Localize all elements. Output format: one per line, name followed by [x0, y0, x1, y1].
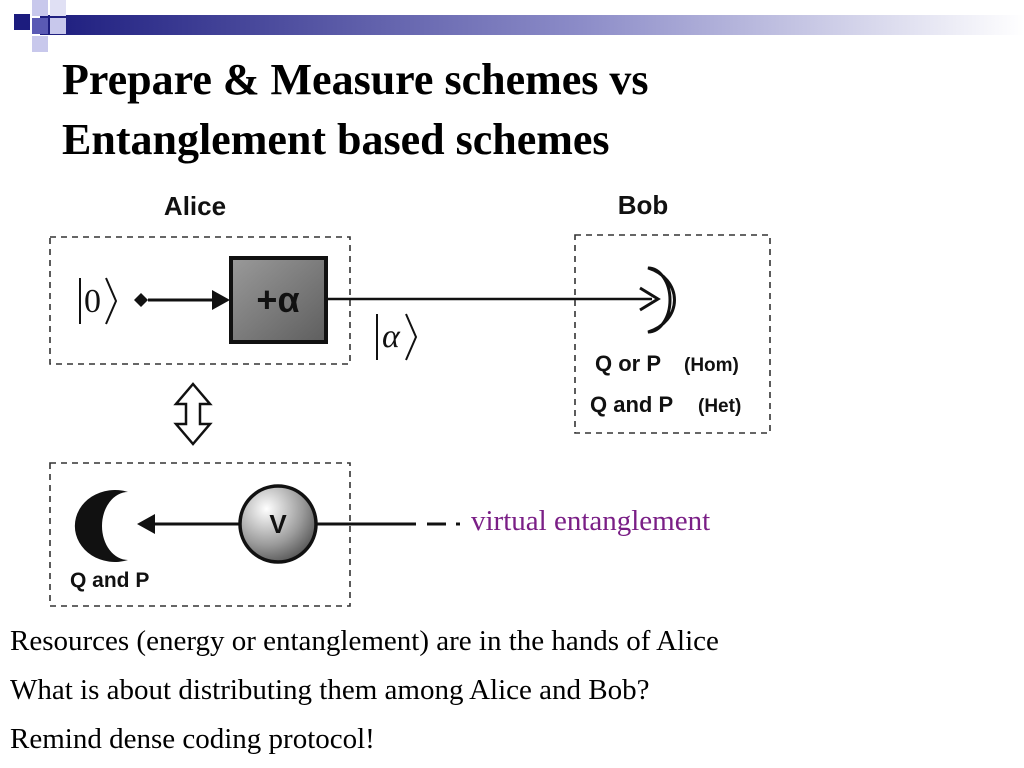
- bullet-line-3: Remind dense coding protocol!: [10, 723, 375, 755]
- lower-measurement-label: Q and P: [70, 569, 149, 592]
- node-v-label: V: [269, 509, 287, 539]
- bob-het-label: Q and P: [590, 392, 673, 417]
- header-decoration: [14, 0, 1024, 52]
- bullet-line-2: What is about distributing them among Al…: [10, 674, 650, 706]
- page-title: Prepare & Measure schemes vs Entanglemen…: [62, 50, 1002, 170]
- bullet-line-1: Resources (energy or entanglement) are i…: [10, 625, 719, 657]
- bob-hom-label: Q or P: [595, 351, 661, 376]
- alice-detector-icon: [74, 489, 128, 562]
- virtual-entanglement-label: virtual entanglement: [471, 505, 711, 537]
- displacement-label: +α: [256, 279, 299, 320]
- ket-zero-value: 0: [84, 283, 101, 320]
- title-line-2: Entanglement based schemes: [62, 115, 610, 164]
- bob-het-text: Q and P: [590, 392, 673, 417]
- bob-measure-box: [574, 234, 771, 434]
- bob-het-tag: (Het): [698, 396, 741, 417]
- bob-hom-text: Q or P: [595, 351, 661, 376]
- bob-hom-tag: (Hom): [684, 355, 739, 376]
- alice-prepare-box: [49, 236, 351, 365]
- alice-entanglement-box: [49, 462, 351, 607]
- ket-alpha-value: α: [382, 318, 401, 355]
- scheme-diagram: Alice Bob 0 +α α Q or: [49, 190, 771, 607]
- alice-label: Alice: [164, 191, 226, 221]
- prep-arrowhead-icon: [212, 290, 230, 310]
- source-diamond-icon: [134, 293, 148, 307]
- measure-arrowhead-icon: [137, 514, 155, 534]
- body-text: Resources (energy or entanglement) are i…: [10, 620, 1010, 767]
- title-line-1: Prepare & Measure schemes vs: [62, 55, 649, 104]
- equivalence-arrow-icon: [173, 382, 213, 446]
- bob-detector-icon: [647, 266, 676, 334]
- channel-arrowhead-icon: [639, 286, 661, 312]
- bob-label: Bob: [618, 190, 669, 220]
- ket-zero: 0: [79, 277, 118, 325]
- ket-alpha: α: [376, 313, 418, 361]
